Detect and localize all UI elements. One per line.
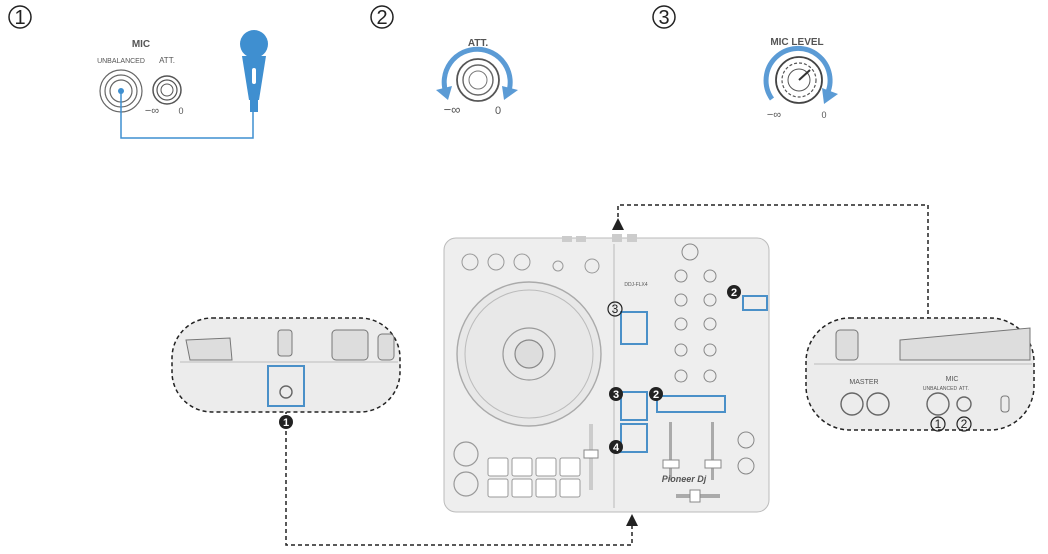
svg-text:2: 2: [376, 7, 387, 29]
highlight-cue: [656, 395, 726, 413]
svg-text:0: 0: [178, 106, 183, 116]
svg-text:2: 2: [653, 389, 659, 401]
svg-text:MIC: MIC: [946, 376, 959, 383]
svg-text:2: 2: [961, 417, 968, 431]
svg-text:ATT.: ATT.: [959, 386, 969, 392]
att-label: ATT.: [159, 56, 175, 65]
left-zoom-panel: 1: [171, 317, 401, 429]
level-rotation-arrow: [763, 45, 833, 101]
microphone-icon: [240, 30, 268, 112]
step-3-illustration: MIC LEVEL −∞ 0: [763, 37, 838, 121]
svg-text:2: 2: [731, 287, 737, 299]
svg-text:−∞: −∞: [145, 105, 159, 117]
svg-text:0: 0: [495, 105, 501, 117]
svg-text:UNBALANCED: UNBALANCED: [923, 386, 958, 392]
step-2-number: 2: [370, 5, 394, 29]
top-connector-line: [612, 204, 929, 320]
step-1-illustration: MIC UNBALANCED ATT. −∞ 0: [97, 30, 268, 139]
att-knob-small-icon: [956, 396, 972, 412]
att-knob-icon: [152, 75, 182, 105]
svg-text:3: 3: [613, 389, 619, 401]
step-3-number: 3: [652, 5, 676, 29]
headphones-jack-icon: [279, 385, 293, 399]
brand-logo: Pioneer Dj: [662, 474, 707, 484]
dj-controller: Pioneer Dj DDJ-FLX4 3 2 3 2 4: [443, 234, 770, 513]
step-1-number: 1: [8, 5, 32, 29]
svg-text:MASTER: MASTER: [849, 379, 878, 386]
highlight-mic-level-2: [620, 391, 648, 421]
svg-text:ATT.: ATT.: [468, 38, 489, 49]
unbalanced-label: UNBALANCED: [97, 58, 145, 65]
mic-cable: [120, 91, 254, 139]
bottom-connector-line: [285, 410, 638, 546]
highlight-headphones-jack: [267, 365, 305, 407]
svg-text:−∞: −∞: [767, 109, 781, 121]
svg-text:1: 1: [283, 417, 289, 429]
svg-text:3: 3: [612, 302, 619, 316]
highlight-mic-level: [620, 311, 648, 345]
svg-text:3: 3: [658, 7, 669, 29]
mic-jack-icon: [926, 392, 950, 416]
svg-text:4: 4: [613, 442, 620, 454]
svg-text:0: 0: [821, 110, 826, 120]
svg-text:MIC LEVEL: MIC LEVEL: [770, 37, 823, 48]
att-rotation-arrow: [441, 46, 513, 95]
svg-text:−∞: −∞: [444, 102, 461, 117]
svg-text:1: 1: [935, 417, 942, 431]
mic-label: MIC: [132, 39, 150, 50]
svg-text:1: 1: [14, 7, 25, 29]
highlight-mic-on: [620, 423, 648, 453]
step-2-illustration: ATT. −∞ 0: [436, 38, 518, 117]
highlight-master-cue: [742, 295, 768, 311]
model-name: DDJ-FLX4: [624, 282, 648, 288]
right-zoom-panel: MASTER MIC UNBALANCED ATT. 1 2: [805, 317, 1035, 432]
